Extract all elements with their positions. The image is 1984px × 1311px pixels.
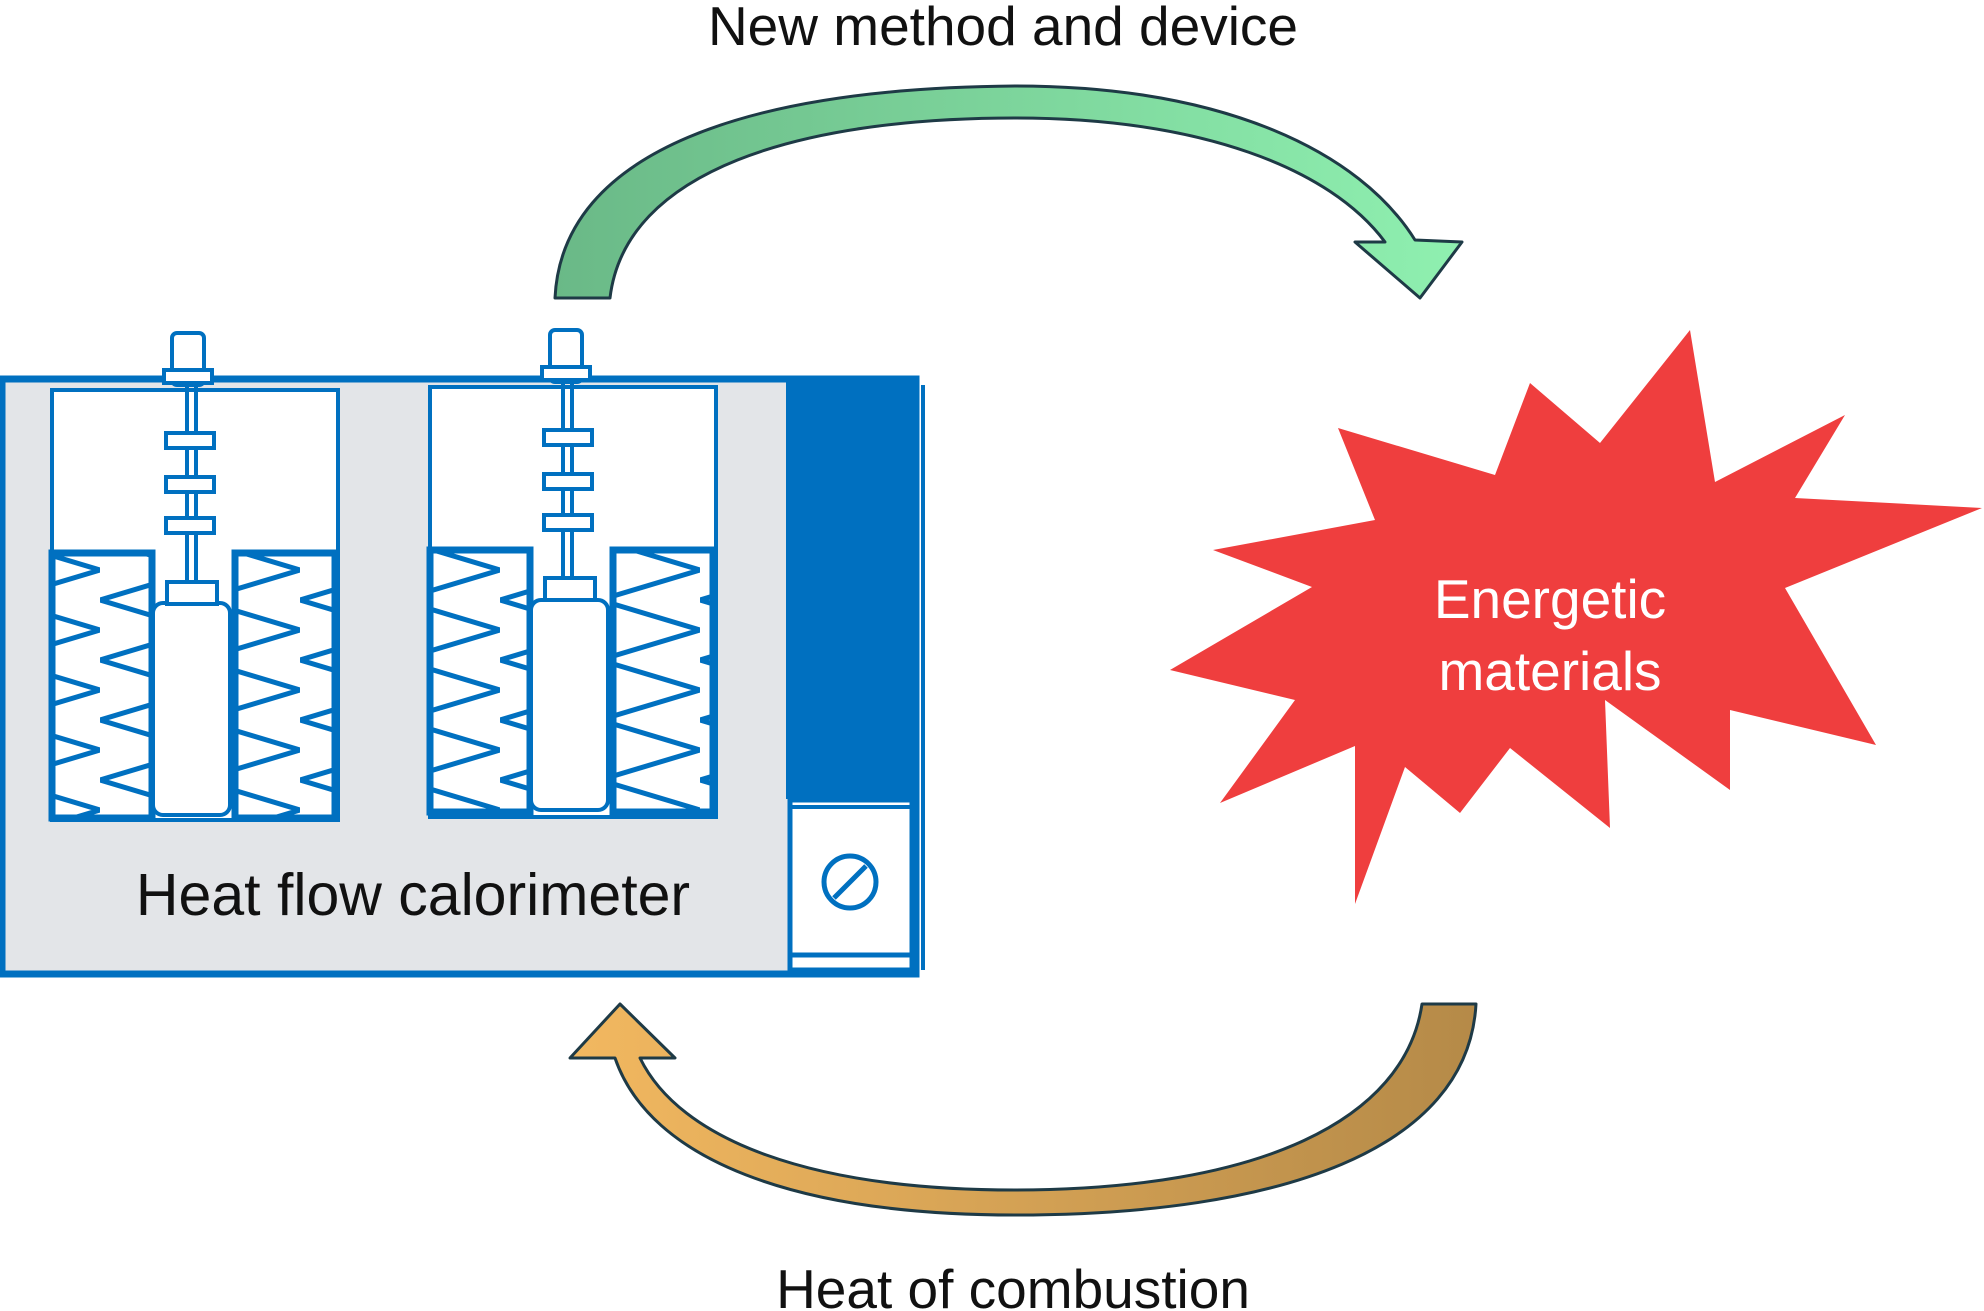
measuring-cell-right [426, 328, 718, 819]
top-arrow-shape [553, 84, 1464, 300]
burst-label-line1: Energetic [1434, 568, 1666, 630]
energetic-materials-burst: Energetic materials [1170, 330, 1982, 904]
bottom-arrow-shape [568, 1002, 1478, 1217]
top-arrow [553, 84, 1464, 300]
heater-coil-right-b [609, 546, 717, 816]
burst-shape [1170, 330, 1982, 904]
calorimeter-panel-door [787, 797, 915, 973]
measuring-cell-left [48, 331, 340, 822]
heat-flow-calorimeter: Heat flow calorimeter [0, 328, 925, 978]
calorimeter-label: Heat flow calorimeter [136, 862, 690, 928]
bottom-arrow [568, 1002, 1478, 1217]
heater-coil-left-a [48, 549, 156, 822]
heater-coil-right-a [426, 546, 534, 816]
burst-label-line2: materials [1438, 640, 1661, 702]
prohibited-icon[interactable] [821, 853, 879, 911]
sample-vessel-left [151, 601, 232, 817]
top-arrow-label: New method and device [708, 0, 1298, 57]
heater-coil-left-b [231, 549, 339, 822]
bottom-arrow-label: Heat of combustion [776, 1258, 1250, 1311]
sample-vessel-right [529, 598, 610, 812]
calorimeter-side-panel [786, 379, 916, 799]
